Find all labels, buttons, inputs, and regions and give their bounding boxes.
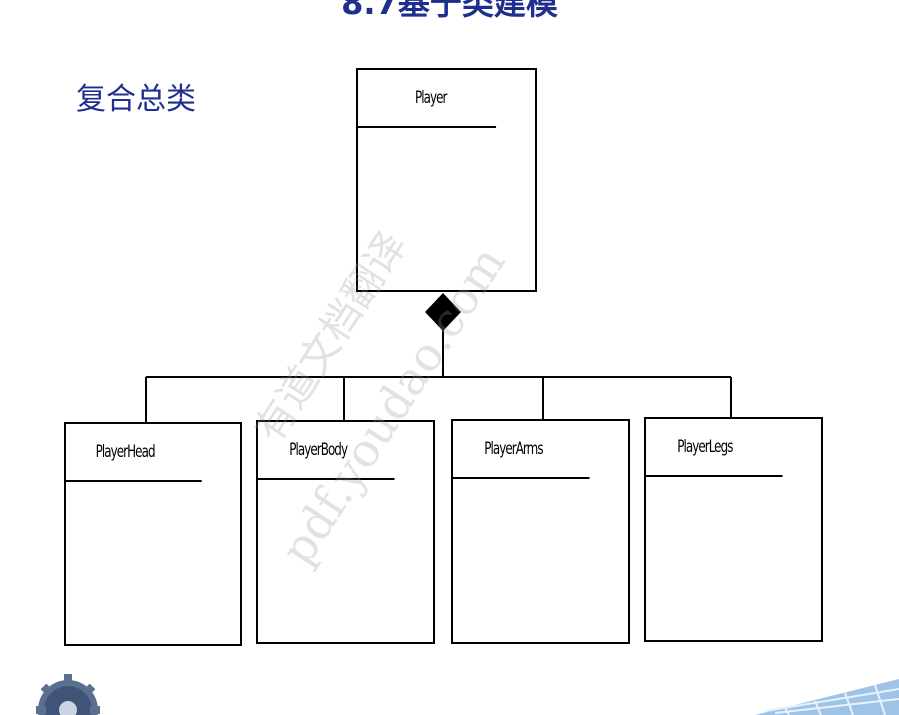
gear-icon: [36, 674, 100, 715]
class-player-arms[interactable]: PlayerArms: [451, 419, 630, 644]
class-player-body-label: PlayerBody: [289, 440, 348, 460]
slide-subtitle: 复合总类: [76, 82, 196, 117]
class-player-head-name-compartment: PlayerHead: [66, 424, 202, 482]
class-player-arms-label: PlayerArms: [484, 439, 543, 459]
class-player-legs-label: PlayerLegs: [677, 437, 733, 457]
building-decoration-icon: [755, 679, 899, 715]
composition-diamond-icon: [425, 293, 461, 331]
class-player-name-compartment: Player: [358, 70, 497, 128]
class-player-arms-name-compartment: PlayerArms: [453, 421, 590, 479]
class-player-body[interactable]: PlayerBody: [256, 420, 435, 644]
slide-title: 8.7基于类建模: [341, 0, 558, 22]
class-player-legs-name-compartment: PlayerLegs: [646, 419, 783, 477]
class-player-body-name-compartment: PlayerBody: [258, 422, 395, 480]
class-player-legs[interactable]: PlayerLegs: [644, 417, 823, 642]
class-player-head-label: PlayerHead: [95, 442, 156, 462]
class-player-head[interactable]: PlayerHead: [64, 422, 242, 646]
class-player-label: Player: [414, 88, 447, 108]
class-player[interactable]: Player: [356, 68, 537, 292]
